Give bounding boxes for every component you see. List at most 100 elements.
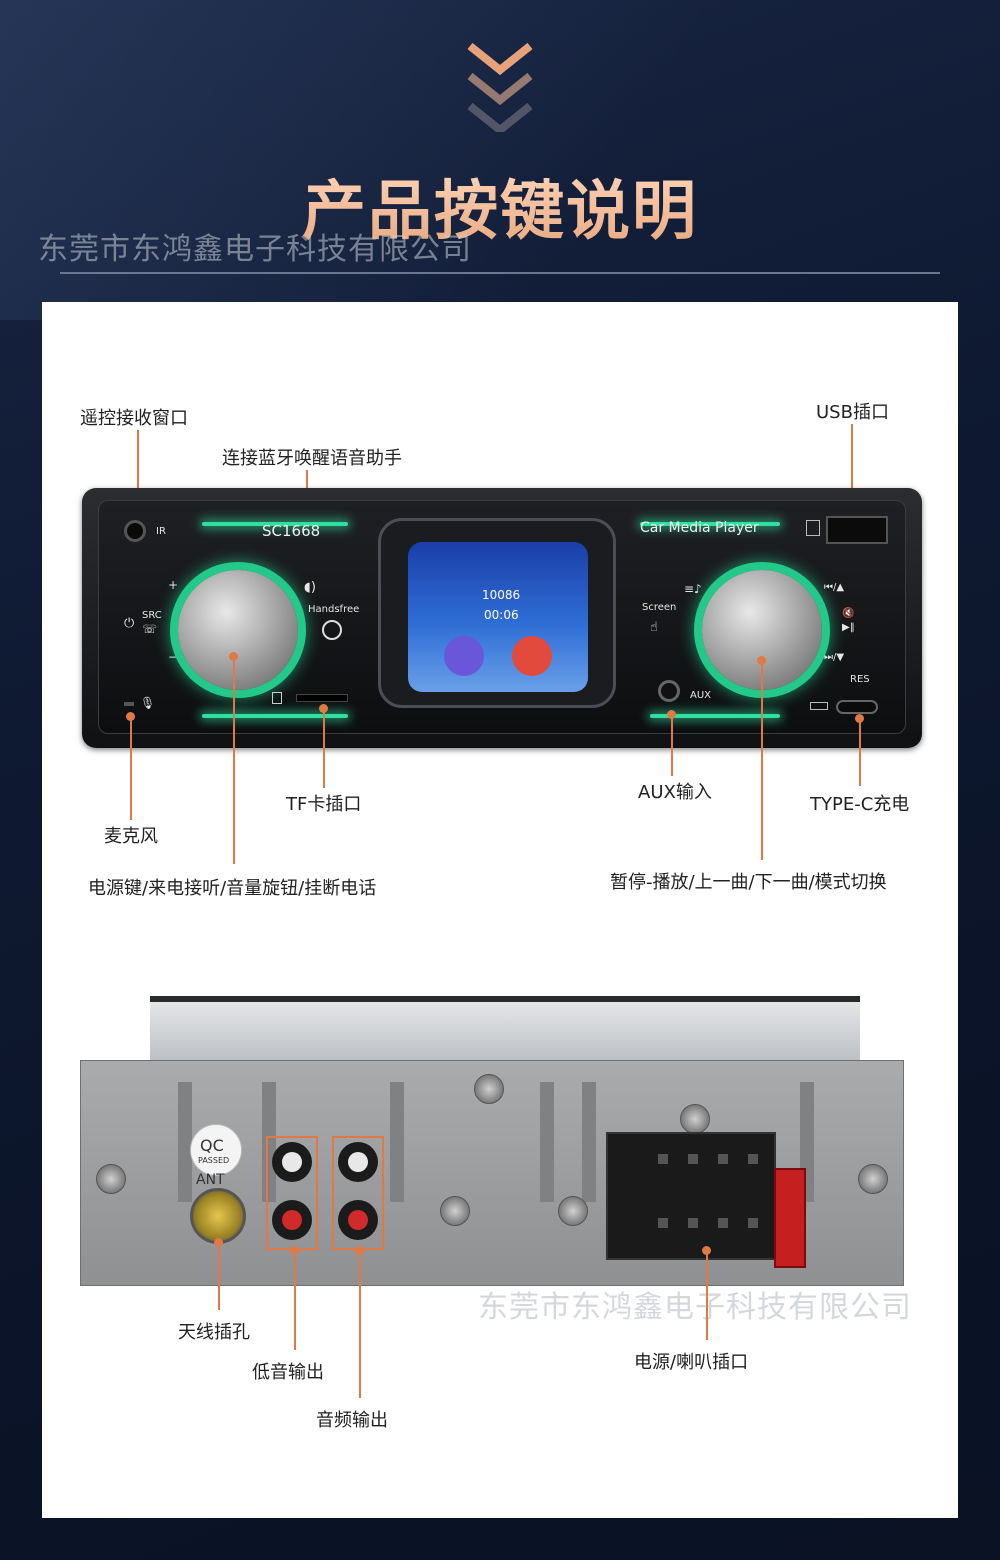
callout-line xyxy=(359,1250,361,1398)
screw xyxy=(474,1074,504,1104)
ambient-light-top-left xyxy=(202,522,348,526)
callout-line xyxy=(130,716,132,820)
watermark-top: 东莞市东鸿鑫电子科技有限公司 xyxy=(38,232,472,267)
iso-pin xyxy=(688,1218,698,1228)
qc-sticker xyxy=(190,1124,242,1176)
callout-line xyxy=(706,1250,708,1340)
screw xyxy=(858,1164,888,1194)
mic-hole xyxy=(124,702,134,706)
header-divider xyxy=(60,272,940,274)
mic-icon: 🎙 xyxy=(140,696,156,710)
callout-tf: TF卡插口 xyxy=(286,794,362,815)
brand-label: Car Media Player xyxy=(640,520,759,536)
callout-line xyxy=(761,660,763,860)
charge-icon xyxy=(810,702,828,710)
volume-minus-label: − xyxy=(168,650,179,664)
display-screen[interactable] xyxy=(408,542,588,692)
iso-pin xyxy=(748,1218,758,1228)
usb-port[interactable] xyxy=(826,516,888,544)
handsfree-button[interactable] xyxy=(322,620,342,640)
iso-pin xyxy=(718,1154,728,1164)
heatsink-fin xyxy=(178,1082,192,1202)
aux-label: AUX xyxy=(690,690,712,701)
callout-line xyxy=(671,714,673,776)
iso-pin xyxy=(748,1154,758,1164)
qc-label: QC xyxy=(200,1136,224,1155)
tf-card-icon xyxy=(272,692,282,704)
iso-pin xyxy=(658,1154,668,1164)
sub-out-red[interactable] xyxy=(272,1200,312,1240)
touch-icon: ☝ xyxy=(650,620,658,635)
heatsink-fin xyxy=(540,1082,554,1202)
heatsink-fin xyxy=(390,1082,404,1202)
prev-icon: ⏮/▲ xyxy=(824,582,845,593)
callout-sub-out: 低音输出 xyxy=(252,1362,324,1383)
usb-icon xyxy=(806,520,820,536)
iso-pin xyxy=(688,1154,698,1164)
ant-label: ANT xyxy=(196,1172,225,1188)
heatsink-fin xyxy=(582,1082,596,1202)
screen-number: 10086 xyxy=(482,588,521,602)
callout-ir-window: 遥控接收窗口 xyxy=(80,408,188,429)
screen-time: 00:06 xyxy=(484,608,519,622)
iso-connector[interactable] xyxy=(606,1132,776,1260)
hangup-icon[interactable] xyxy=(512,636,552,676)
callout-bt-voice: 连接蓝牙唤醒语音助手 xyxy=(222,448,402,469)
screw xyxy=(680,1104,710,1134)
chevron-down-icon xyxy=(467,42,533,132)
callout-line xyxy=(851,424,853,528)
handsfree-label: Handsfree xyxy=(308,604,360,615)
heatsink-fin xyxy=(262,1082,276,1202)
phone-icon: ☏ xyxy=(142,622,158,636)
header-background xyxy=(0,0,1000,320)
fuse xyxy=(774,1168,806,1268)
chassis-top xyxy=(150,996,860,1066)
ambient-light-bottom-left xyxy=(202,714,348,718)
callout-antenna: 天线插孔 xyxy=(178,1322,250,1343)
page-title: 产品按键说明 xyxy=(0,160,1000,252)
volume-plus-label: + xyxy=(168,578,179,592)
play-pause-icon: ▶‖ xyxy=(842,622,855,633)
power-icon: ⏻ xyxy=(124,616,135,631)
car-mode-icon[interactable] xyxy=(444,636,484,676)
model-label: SC1668 xyxy=(262,522,321,540)
iso-pin xyxy=(658,1218,668,1228)
callout-mic: 麦克风 xyxy=(104,826,158,847)
callout-power-speaker: 电源/喇叭插口 xyxy=(634,1352,749,1373)
callout-usb: USB插口 xyxy=(816,402,889,423)
next-icon: ⏭/▼ xyxy=(824,652,845,663)
res-label: RES xyxy=(850,674,870,685)
callout-power-knob: 电源键/来电接听/音量旋钮/挂断电话 xyxy=(88,878,377,899)
screw xyxy=(440,1196,470,1226)
audio-out-red[interactable] xyxy=(338,1200,378,1240)
voice-assistant-icon: ◖) xyxy=(304,580,316,595)
callout-line xyxy=(233,656,235,864)
src-label: SRC xyxy=(142,610,162,621)
sub-out-white[interactable] xyxy=(272,1142,312,1182)
callout-line xyxy=(218,1242,220,1310)
callout-line xyxy=(859,718,861,786)
playlist-icon: ≡♪ xyxy=(684,582,702,596)
audio-out-white[interactable] xyxy=(338,1142,378,1182)
callout-aux: AUX输入 xyxy=(638,782,712,803)
antenna-jack[interactable] xyxy=(190,1188,246,1244)
screw xyxy=(96,1164,126,1194)
callout-play-knob: 暂停-播放/上一曲/下一曲/模式切换 xyxy=(610,872,887,893)
ambient-light-top-right xyxy=(640,522,780,526)
aux-jack[interactable] xyxy=(658,680,680,702)
watermark-bottom: 东莞市东鸿鑫电子科技有限公司 xyxy=(478,1290,912,1325)
callout-line xyxy=(294,1250,296,1350)
typec-port[interactable] xyxy=(836,700,878,714)
power-volume-knob[interactable] xyxy=(178,570,298,690)
ir-sensor-icon xyxy=(124,520,146,542)
callout-line xyxy=(323,708,325,788)
callout-line xyxy=(137,430,139,520)
tf-card-slot[interactable] xyxy=(296,694,348,702)
iso-pin xyxy=(718,1218,728,1228)
screw xyxy=(558,1196,588,1226)
ir-label: IR xyxy=(156,526,166,537)
callout-typec: TYPE-C充电 xyxy=(810,794,910,815)
callout-audio-out: 音频输出 xyxy=(316,1410,388,1431)
ambient-light-bottom-right xyxy=(650,714,780,718)
qc-sub-label: PASSED xyxy=(198,1156,230,1165)
